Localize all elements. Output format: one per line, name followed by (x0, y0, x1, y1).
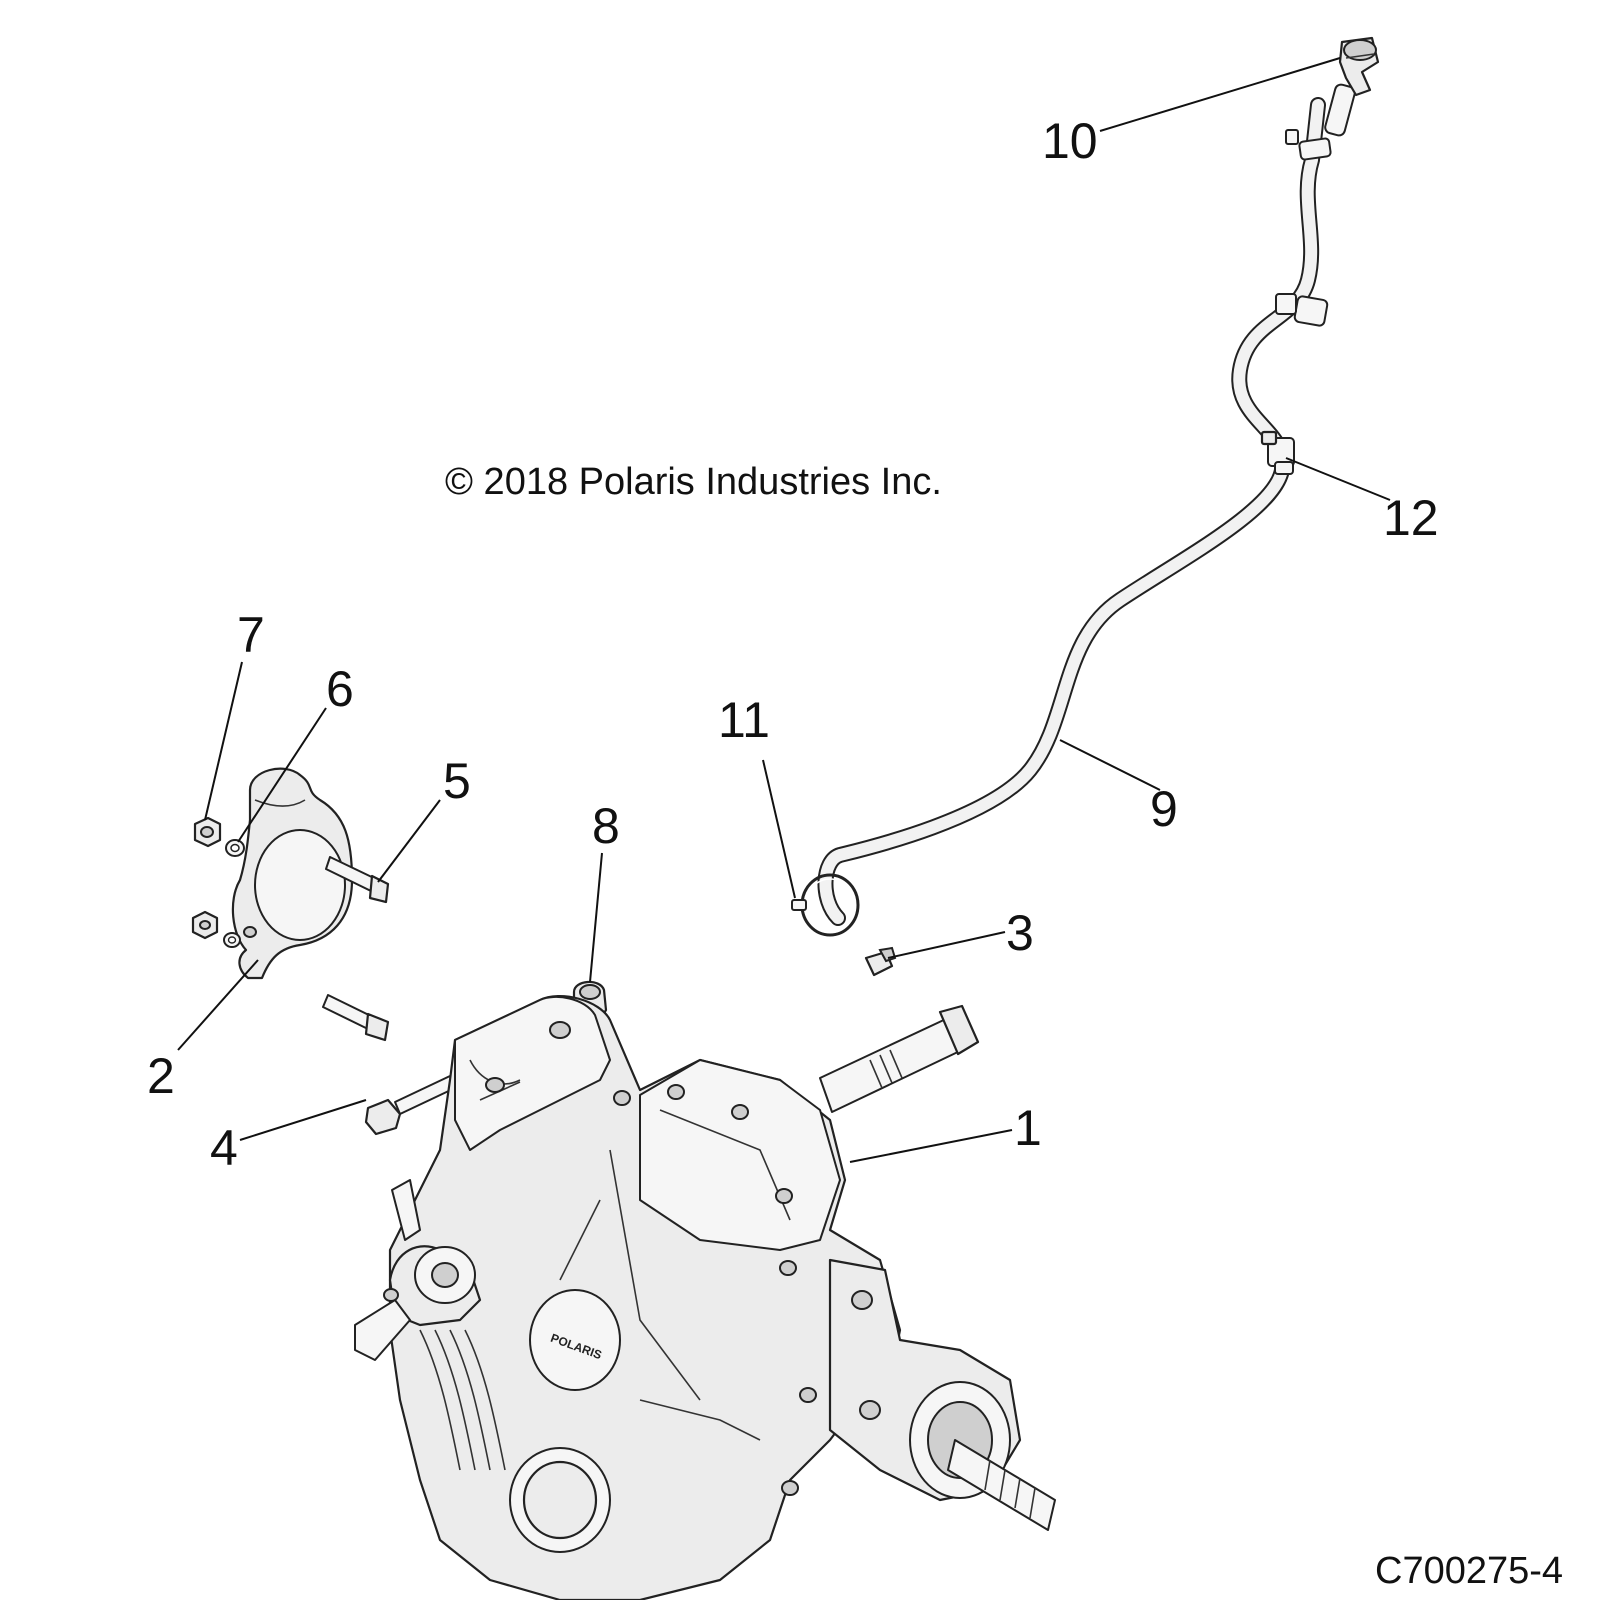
callout-2: 2 (147, 1048, 175, 1104)
bolt-cover-lower (322, 994, 390, 1042)
callout-10: 10 (1042, 113, 1098, 169)
cover-plate-2[interactable] (231, 767, 354, 980)
leader-lines (177, 57, 1391, 1163)
callout-5: 5 (443, 753, 471, 809)
callout-8: 8 (592, 798, 620, 854)
hose-clamp-middle (1275, 293, 1329, 327)
washer-6[interactable] (225, 839, 245, 857)
callout-3: 3 (1006, 905, 1034, 961)
bolt-4[interactable] (364, 1075, 456, 1136)
callout-6: 6 (326, 661, 354, 717)
callout-11: 11 (718, 692, 770, 748)
callout-9: 9 (1150, 781, 1178, 837)
callout-7: 7 (237, 607, 265, 663)
breather-hose[interactable] (817, 97, 1326, 926)
hose-clip-3[interactable] (864, 946, 897, 977)
callout-numbers: 1 2 3 4 5 6 7 8 9 10 11 12 (147, 113, 1439, 1176)
transmission-housing-1[interactable]: POLARIS (354, 995, 1056, 1600)
nut-lower (191, 910, 241, 948)
bolt-5[interactable] (325, 856, 390, 904)
callout-1: 1 (1014, 1100, 1042, 1156)
nut-7[interactable] (193, 816, 222, 848)
diagram-code: C700275-4 (1375, 1550, 1563, 1592)
hose-fitting-10[interactable] (1324, 36, 1380, 137)
callout-4: 4 (210, 1120, 238, 1176)
hose-end-clamp-11[interactable] (791, 873, 860, 937)
copyright-notice: © 2018 Polaris Industries Inc. (445, 461, 942, 503)
hose-clamp-upper (1285, 129, 1332, 161)
hose-clamp-12[interactable] (1260, 430, 1295, 475)
callout-12: 12 (1383, 490, 1439, 546)
